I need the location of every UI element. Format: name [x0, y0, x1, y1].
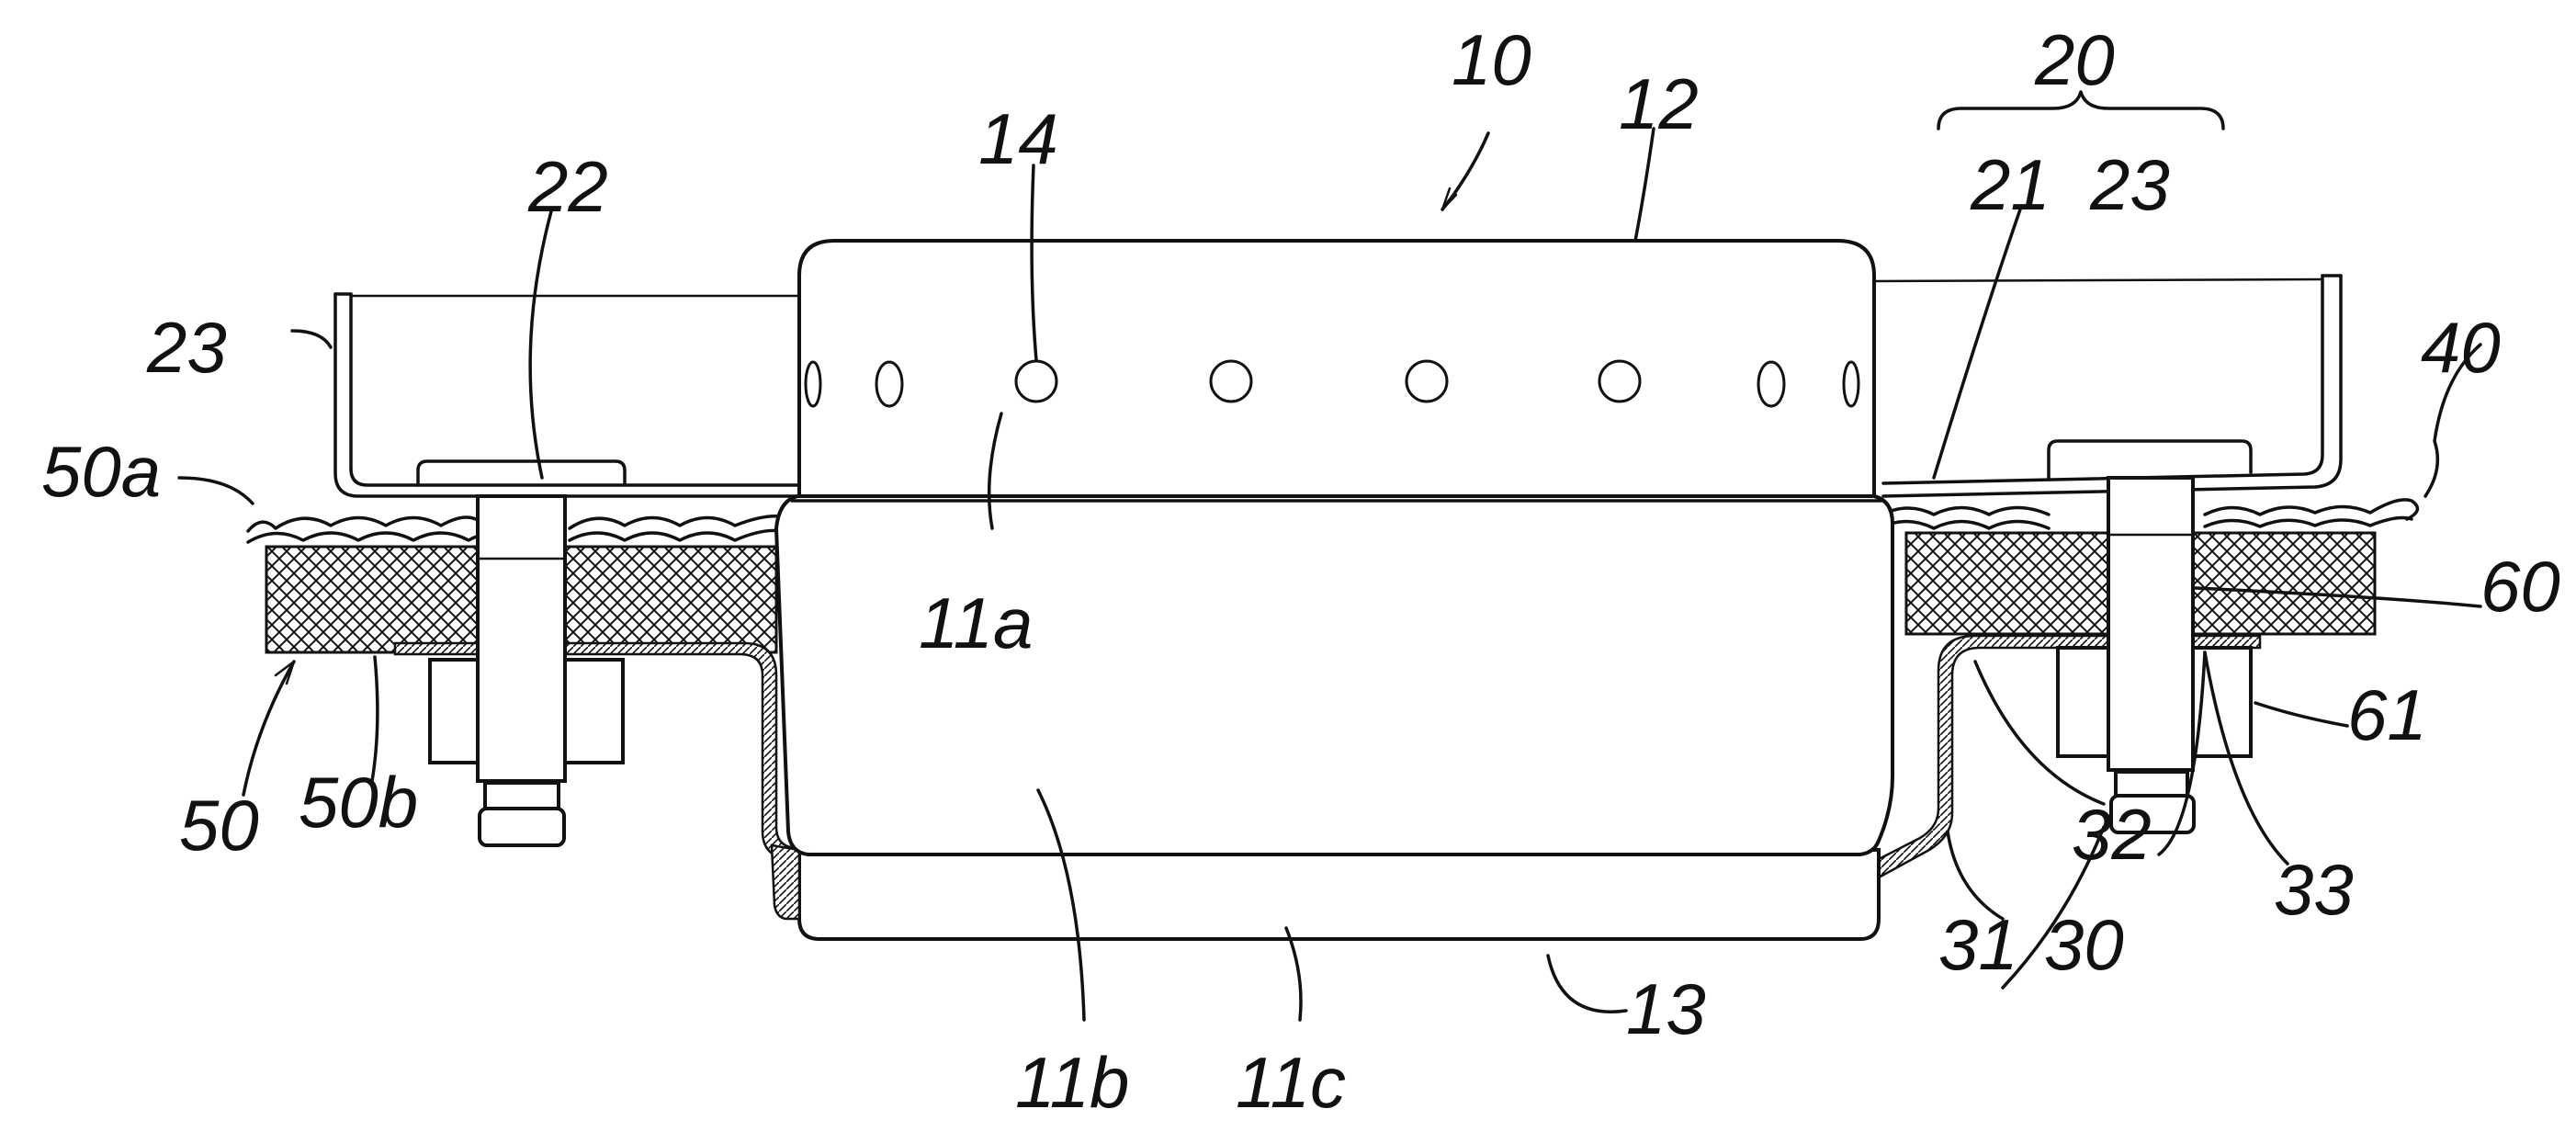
label-22: 22 — [527, 146, 608, 227]
right-bolt — [2058, 478, 2251, 832]
label-50: 50 — [179, 785, 259, 866]
right-bracket — [1874, 276, 2341, 496]
label-50b: 50b — [299, 762, 418, 843]
label-40: 40 — [2421, 307, 2501, 388]
label-11b: 11b — [1015, 1042, 1129, 1123]
label-13: 13 — [1626, 968, 1706, 1049]
label-20: 20 — [2034, 19, 2115, 100]
label-31: 31 — [1938, 904, 2018, 985]
label-23-right: 23 — [2089, 144, 2170, 225]
left-bracket — [335, 294, 799, 496]
label-61: 61 — [2347, 674, 2427, 755]
label-11a: 11a — [919, 583, 1033, 663]
label-30: 30 — [2044, 904, 2124, 985]
label-60: 60 — [2480, 546, 2560, 627]
label-23-left: 23 — [146, 307, 227, 388]
label-12: 12 — [1619, 63, 1699, 144]
label-50a: 50a — [41, 431, 161, 512]
label-10: 10 — [1452, 19, 1531, 100]
label-33: 33 — [2274, 849, 2354, 930]
label-32: 32 — [2072, 794, 2152, 875]
label-11c: 11c — [1236, 1042, 1346, 1123]
label-21: 21 — [1970, 144, 2051, 225]
label-14: 14 — [978, 98, 1058, 179]
